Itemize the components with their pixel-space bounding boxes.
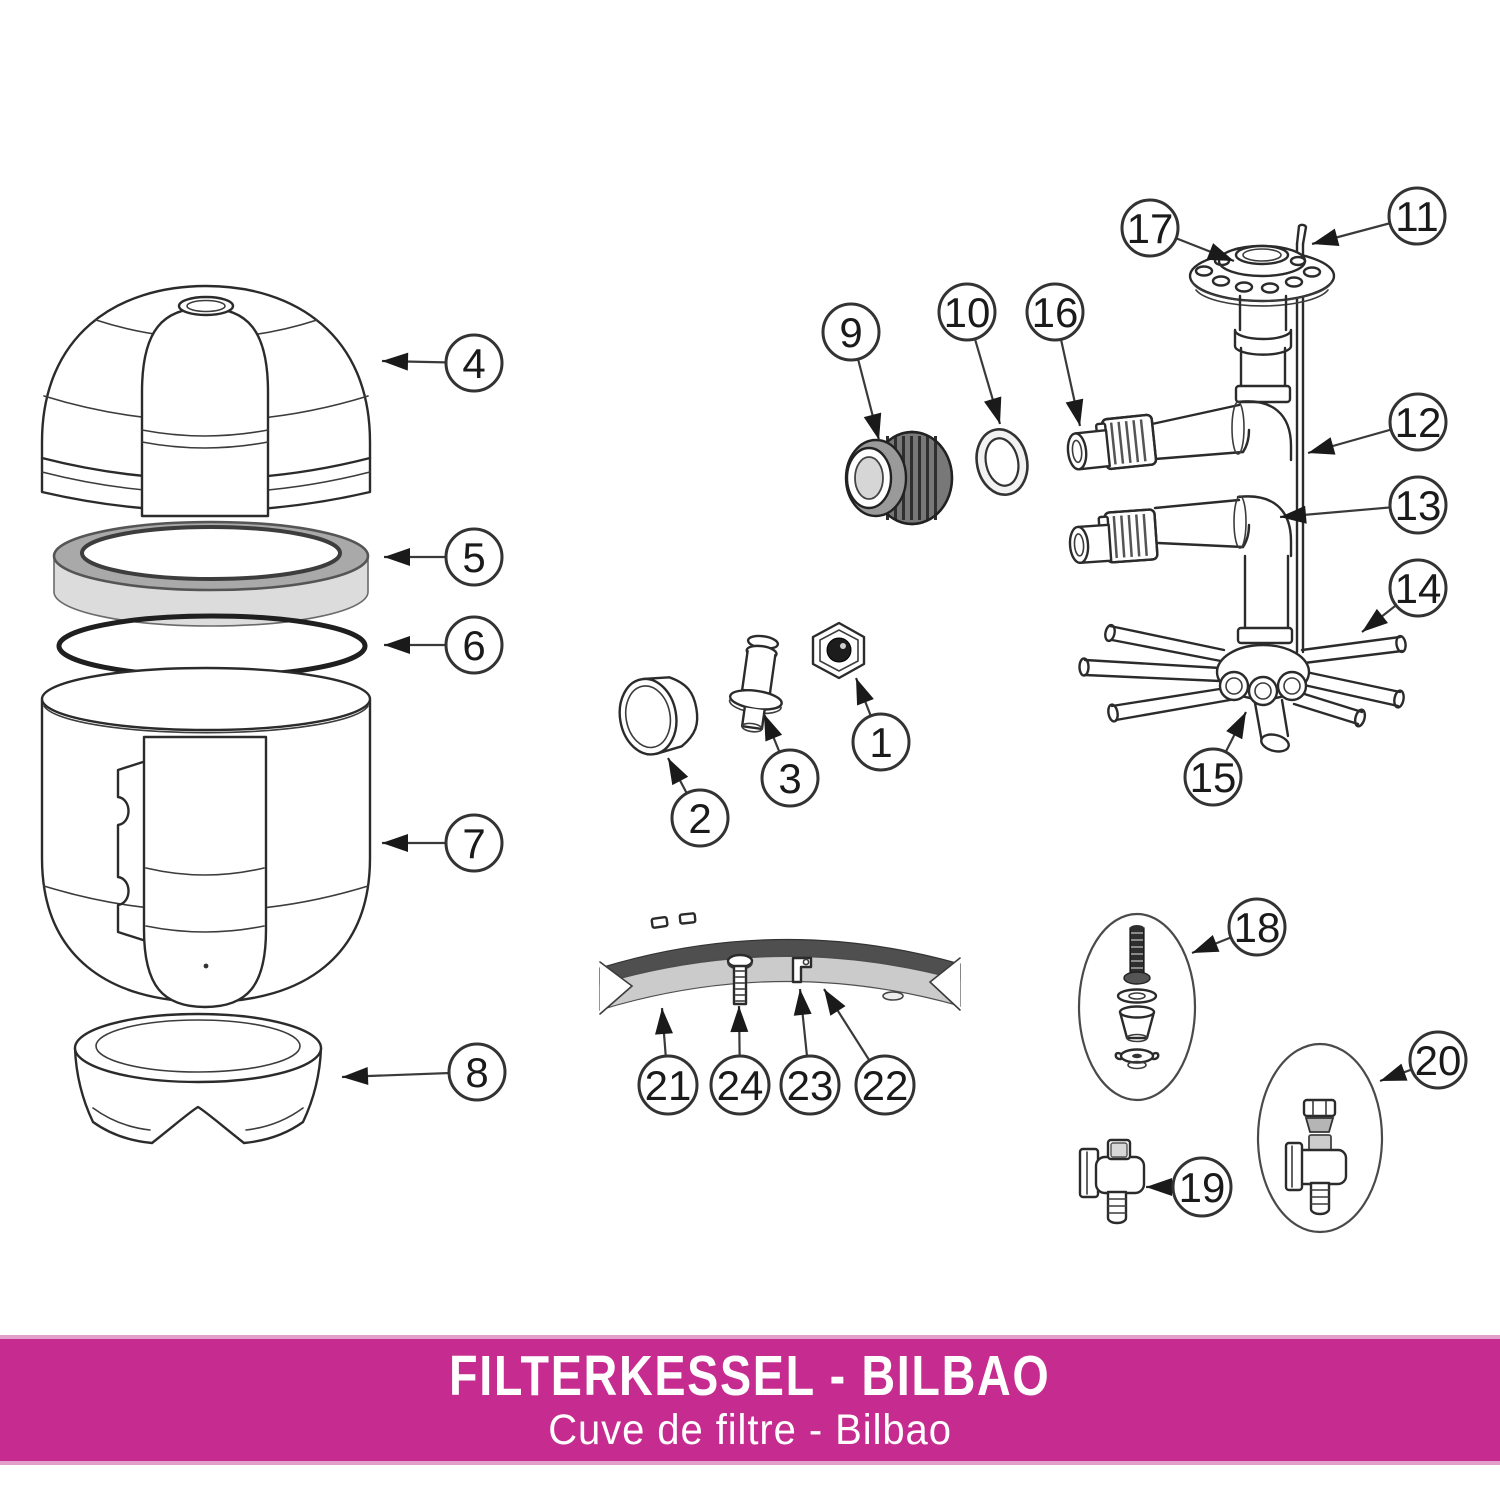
union-nut-part [844, 430, 954, 526]
air-tube [1295, 223, 1308, 654]
callout-number: 1 [869, 719, 892, 766]
upper-branch-pipe [1066, 400, 1293, 471]
fastener-set-part18 [1077, 912, 1197, 1102]
callout-5: 5 [384, 527, 504, 587]
banner-subtitle: Cuve de filtre - Bilbao [548, 1406, 952, 1455]
callout-7: 7 [382, 813, 504, 873]
callout-number: 8 [465, 1049, 488, 1096]
callout-23: 23 [779, 988, 841, 1116]
callout-number: 22 [862, 1062, 909, 1109]
diffuser-holes [1194, 255, 1322, 294]
callout-number: 12 [1395, 399, 1442, 446]
callout-13: 13 [1279, 475, 1448, 535]
small-oring-part [975, 428, 1029, 496]
hose-barb [1106, 1190, 1128, 1225]
standpipe [1233, 294, 1293, 404]
dome-lid-part [40, 284, 372, 518]
banner-title: FILTERKESSEL - BILBAO [449, 1343, 1051, 1408]
drain-valve-set-part20 [1256, 1042, 1384, 1234]
callout-21: 21 [637, 1007, 699, 1116]
diffuser-plate [1188, 244, 1336, 307]
washer [1116, 988, 1158, 1004]
callout-16: 16 [1025, 282, 1085, 427]
hub-sockets [1218, 670, 1308, 707]
bolt [1123, 925, 1151, 985]
callout-18: 18 [1191, 897, 1287, 957]
tension-ring-part [52, 520, 370, 627]
callout-number: 16 [1032, 289, 1079, 336]
callout-number: 15 [1190, 754, 1237, 801]
callout-17: 17 [1120, 198, 1235, 263]
callout-number: 10 [944, 289, 991, 336]
callout-9: 9 [821, 302, 882, 441]
lateral-hub [1078, 623, 1407, 753]
callout-3: 3 [760, 713, 820, 808]
callout-number: 9 [839, 309, 862, 356]
callout-14: 14 [1361, 558, 1448, 633]
callout-number: 7 [462, 820, 485, 867]
hub-bottom-stub [1253, 698, 1290, 753]
callout-19: 19 [1146, 1156, 1233, 1218]
callout-number: 2 [688, 795, 711, 842]
callouts: 1 2 3 4 5 6 7 [341, 186, 1468, 1218]
drain-valve-part19 [1078, 1138, 1146, 1225]
valve-cap [1302, 1098, 1337, 1133]
callout-10: 10 [937, 282, 1002, 425]
hose-stub-lower [1068, 523, 1113, 565]
cap-part [618, 676, 699, 756]
callout-number: 17 [1127, 205, 1174, 252]
standpipe-assembly [1066, 223, 1407, 753]
base-stand-part [73, 1012, 323, 1145]
clamp-band-assembly [599, 912, 961, 1015]
tank-body-part [40, 666, 372, 1009]
callout-number: 20 [1415, 1037, 1462, 1084]
callout-20: 20 [1379, 1030, 1468, 1090]
callout-12: 12 [1307, 392, 1448, 455]
callout-number: 14 [1395, 565, 1442, 612]
callout-8: 8 [341, 1042, 507, 1102]
callout-number: 4 [462, 340, 485, 387]
callout-number: 19 [1179, 1164, 1226, 1211]
callout-number: 24 [717, 1062, 764, 1109]
callout-11: 11 [1311, 186, 1447, 246]
cone-nut [1118, 1005, 1156, 1043]
callout-22: 22 [823, 988, 916, 1116]
callout-24: 24 [709, 1005, 771, 1116]
clamp-bracket [791, 956, 813, 984]
callout-1: 1 [851, 677, 911, 772]
wing-nut [1114, 1048, 1160, 1070]
callout-15: 15 [1183, 711, 1247, 807]
callout-number: 13 [1395, 482, 1442, 529]
callout-number: 3 [778, 755, 801, 802]
callout-4: 4 [381, 333, 504, 393]
callout-number: 11 [1395, 193, 1439, 240]
callout-number: 21 [645, 1062, 692, 1109]
callout-number: 5 [462, 534, 485, 581]
callout-6: 6 [384, 615, 504, 675]
lower-branch-pipe [1068, 495, 1294, 645]
clamp-bolt [726, 953, 754, 1006]
nut-part [811, 621, 866, 680]
callout-number: 18 [1234, 904, 1281, 951]
hose-barb [1309, 1181, 1331, 1216]
callout-number: 23 [787, 1062, 834, 1109]
callout-2: 2 [667, 757, 730, 848]
product-banner: FILTERKESSEL - BILBAO Cuve de filtre - B… [0, 1335, 1500, 1465]
hose-stub-upper [1066, 429, 1111, 471]
elbow-adapter-part [728, 634, 783, 733]
callout-number: 6 [462, 622, 485, 669]
lateral-pipes [1078, 623, 1407, 728]
